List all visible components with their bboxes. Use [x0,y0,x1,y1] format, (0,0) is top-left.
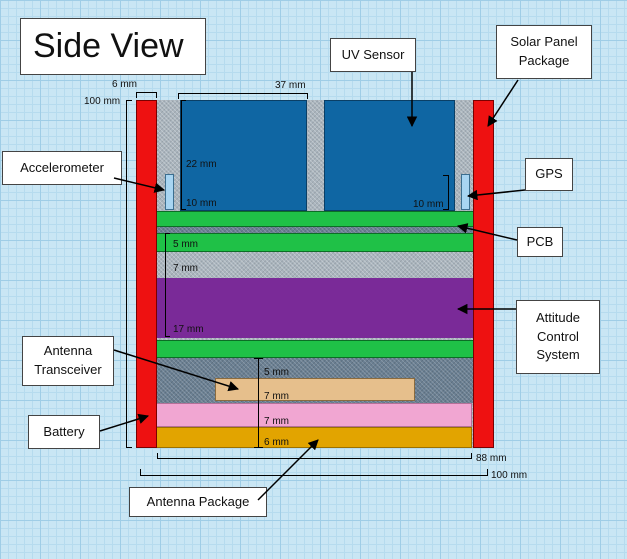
page-title: Side View [33,26,184,65]
dim-label-7mm-b: 7 mm [264,391,289,402]
dim-label-7mm-c: 7 mm [264,416,289,427]
dim-line-10mm-right [448,175,449,210]
dim-label-5mm-a: 5 mm [173,239,198,250]
dim-tick-88mm-left [157,453,158,459]
antenna-package-layer [156,427,472,448]
dim-label-100mm-left: 100 mm [84,96,121,107]
pcb-layer-3 [156,340,474,358]
dim-line-37mm-top [178,93,308,94]
dim-label-6mm-bottom: 6 mm [264,437,289,448]
dim-tick-100mm-bottom-left [140,469,141,476]
dim-tick-lower-top [254,358,263,359]
dim-line-middle-left [165,233,166,337]
dim-tick-lower-bottom [254,447,263,448]
dim-label-7mm-a: 7 mm [173,263,198,274]
solar-panel-left [136,100,157,448]
gap-layer-1 [156,227,474,233]
dim-tick-100mm-top [126,100,132,101]
solar-panel-right [473,100,494,448]
title-box: Side View [20,18,206,75]
uv-sensor-block-right [324,100,455,211]
dim-tick-6mm-left [136,92,137,98]
dim-tick-88mm-right [471,453,472,459]
dim-tick-37mm-right [307,93,308,99]
dim-tick-100mm-bottom-right [487,469,488,476]
dim-line-88mm [157,458,472,459]
pcb-layer-2 [156,233,474,252]
dim-label-10mm-left: 10 mm [186,198,217,209]
callout-accelerometer: Accelerometer [2,151,122,185]
uv-sensor-block-left [180,100,307,211]
accelerometer-chip [165,174,174,210]
dim-tick-22mm-bottom [181,209,186,210]
dim-line-100mm-bottom [140,475,488,476]
arrow-antenna-package [257,439,319,501]
dim-tick-6mm-right [156,92,157,98]
dim-label-22mm: 22 mm [186,159,217,170]
dim-label-6mm: 6 mm [112,79,137,90]
dim-label-88mm: 88 mm [476,453,507,464]
pcb-layer-top [156,211,474,227]
dim-line-100mm-left [126,100,127,448]
battery-layer [156,403,472,427]
callout-antenna-package: Antenna Package [129,487,267,517]
gap-layer-2 [156,252,474,278]
callout-uv-sensor: UV Sensor [330,38,416,72]
gps-chip [461,174,470,210]
dim-tick-middle-bottom [165,336,170,337]
dim-tick-37mm-left [178,93,179,99]
dim-line-6mm-top [136,92,157,93]
callout-solar-panel-package: Solar Panel Package [496,25,592,79]
dim-label-5mm-b: 5 mm [264,367,289,378]
callout-antenna-transceiver: Antenna Transceiver [22,336,114,386]
dim-tick-22mm-top [181,100,186,101]
antenna-transceiver-block [215,378,415,401]
dim-tick-100mm-bottom [126,447,132,448]
dim-tick-10mm-right-top [443,175,449,176]
dim-label-17mm: 17 mm [173,324,204,335]
dim-line-22mm [181,100,182,210]
callout-gps: GPS [525,158,573,191]
dim-line-lower [258,358,259,448]
callout-battery: Battery [28,415,100,449]
attitude-control-layer [156,278,474,338]
dim-tick-10mm-right-bottom [443,209,449,210]
callout-pcb: PCB [517,227,563,257]
callout-attitude-control-system: Attitude Control System [516,300,600,374]
dim-label-37mm: 37 mm [275,80,306,91]
dim-label-100mm-bottom: 100 mm [491,470,528,481]
dim-label-10mm-right: 10 mm [413,199,444,210]
dim-tick-middle-top [165,233,170,234]
